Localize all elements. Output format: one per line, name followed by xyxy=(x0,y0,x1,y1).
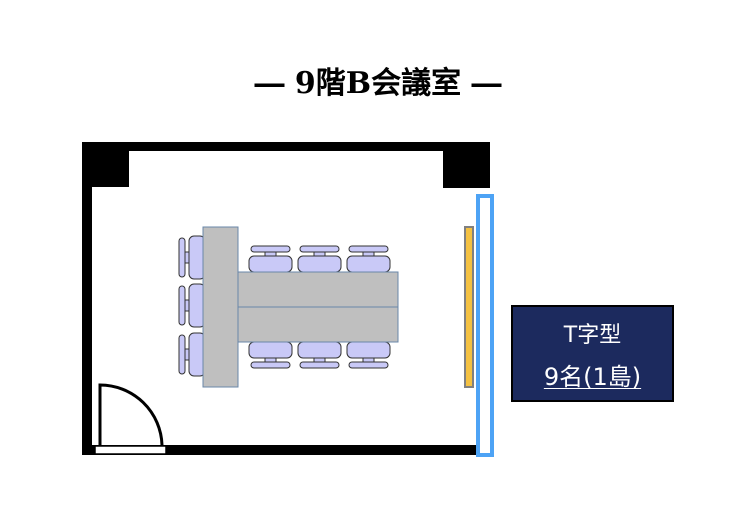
layout-label-box: T字型 9名(1島) xyxy=(511,305,674,402)
pillar-top-right xyxy=(443,142,490,188)
chair xyxy=(346,341,391,369)
pillar-top-left xyxy=(82,142,129,187)
chair xyxy=(346,245,391,273)
t-table xyxy=(202,226,399,388)
chair xyxy=(297,341,342,369)
layout-type: T字型 xyxy=(563,323,622,348)
capacity: 9名(1島) xyxy=(543,363,642,391)
room-title: ― 9階B会議室 ― xyxy=(254,66,502,101)
chair xyxy=(178,332,206,377)
chair xyxy=(248,245,293,273)
table-head xyxy=(202,226,239,388)
window xyxy=(476,194,494,457)
screen xyxy=(464,226,474,388)
chairs xyxy=(178,235,391,377)
chair xyxy=(297,245,342,273)
door[interactable] xyxy=(94,383,167,455)
chair xyxy=(178,283,206,328)
table-bottom-half xyxy=(237,306,399,343)
table-top-half xyxy=(237,271,399,308)
chair xyxy=(248,341,293,369)
chair xyxy=(178,235,206,280)
walls xyxy=(82,142,490,455)
